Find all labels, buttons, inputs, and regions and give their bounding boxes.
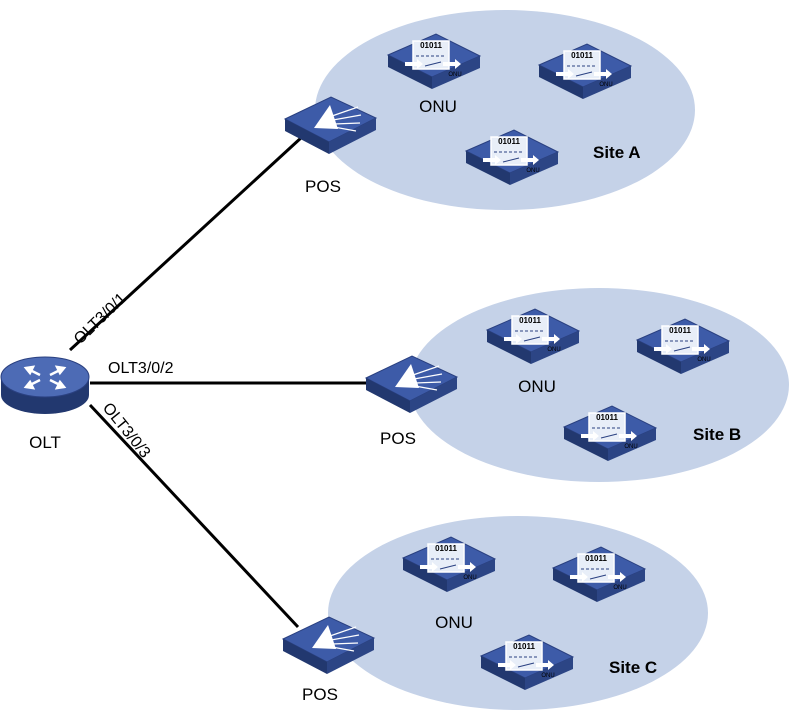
site-b-label: Site B bbox=[693, 425, 741, 444]
onu-icon: 01011 ONU bbox=[465, 129, 559, 186]
svg-text:01011: 01011 bbox=[420, 41, 442, 50]
site-b-pos-label: POS bbox=[380, 429, 416, 448]
svg-text:ONU: ONU bbox=[599, 82, 612, 88]
onu-icon: 01011 ONU bbox=[636, 318, 730, 375]
svg-text:01011: 01011 bbox=[513, 642, 535, 651]
olt-icon bbox=[0, 356, 90, 414]
svg-text:01011: 01011 bbox=[669, 326, 691, 335]
svg-text:ONU: ONU bbox=[624, 444, 637, 450]
port-label-1: OLT3/0/1 bbox=[71, 290, 130, 348]
svg-text:ONU: ONU bbox=[541, 673, 554, 679]
svg-text:ONU: ONU bbox=[547, 347, 560, 353]
onu-icon: 01011 ONU bbox=[480, 634, 574, 691]
onu-icon: 01011 ONU bbox=[552, 546, 646, 603]
port-label-2: OLT3/0/2 bbox=[108, 360, 174, 377]
link-olt-site-c bbox=[88, 403, 300, 629]
link-olt-site-a bbox=[68, 135, 304, 352]
svg-text:01011: 01011 bbox=[498, 137, 520, 146]
site-a-onu-label: ONU bbox=[419, 97, 457, 116]
site-a-pos-label: POS bbox=[305, 177, 341, 196]
onu-icon: 01011 ONU bbox=[563, 405, 657, 462]
svg-text:ONU: ONU bbox=[697, 357, 710, 363]
onu-icon: 01011 ONU bbox=[402, 536, 496, 593]
svg-text:ONU: ONU bbox=[448, 72, 461, 78]
olt-label: OLT bbox=[29, 433, 61, 452]
svg-text:ONU: ONU bbox=[463, 575, 476, 581]
svg-text:01011: 01011 bbox=[596, 413, 618, 422]
svg-text:ONU: ONU bbox=[526, 168, 539, 174]
svg-text:ONU: ONU bbox=[613, 585, 626, 591]
svg-text:01011: 01011 bbox=[585, 554, 607, 563]
site-b-onu-label: ONU bbox=[518, 377, 556, 396]
svg-text:01011: 01011 bbox=[519, 316, 541, 325]
port-label-3: OLT3/0/3 bbox=[99, 400, 154, 462]
site-c-label: Site C bbox=[609, 658, 657, 677]
svg-text:01011: 01011 bbox=[435, 544, 457, 553]
onu-icon: 01011 ONU bbox=[486, 308, 580, 365]
onu-icon: 01011 ONU bbox=[387, 33, 481, 90]
site-c-pos-label: POS bbox=[302, 685, 338, 704]
onu-icon: 01011 ONU bbox=[538, 43, 632, 100]
site-c-onu-label: ONU bbox=[435, 613, 473, 632]
site-a-label: Site A bbox=[593, 143, 641, 162]
svg-text:01011: 01011 bbox=[571, 51, 593, 60]
